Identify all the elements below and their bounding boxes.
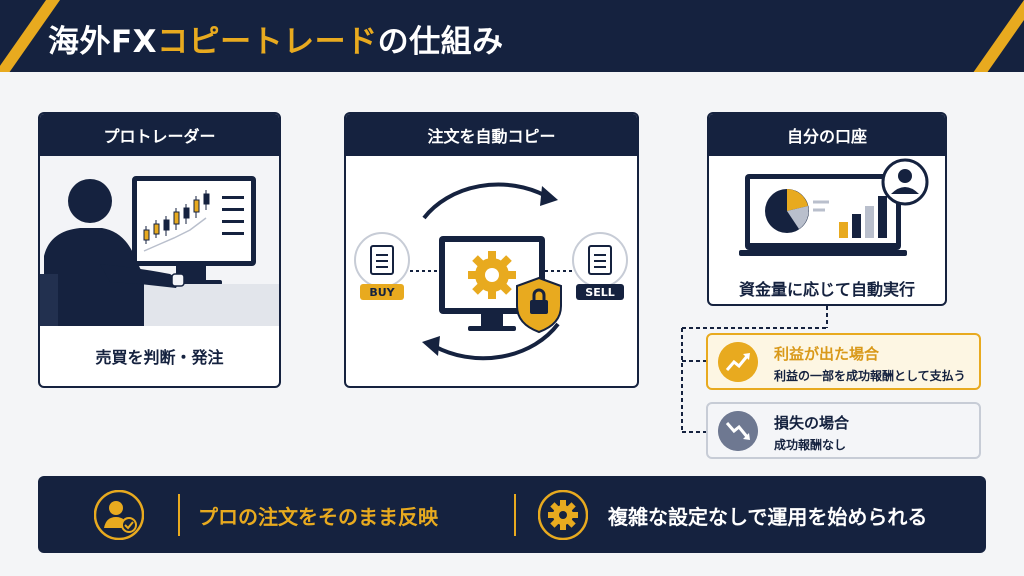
profit-description: 利益の一部を成功報酬として支払う [774,369,966,383]
footer-divider [514,494,516,536]
pro-trader-card: プロトレーダー [38,112,281,388]
result-connector [681,306,828,433]
header-banner: 海外FXコピートレードの仕組み [0,0,1024,72]
auto-copy-heading: 注文を自動コピー [346,114,637,156]
loss-description: 成功報酬なし [774,438,847,452]
profit-result-box: 利益が出た場合 利益の一部を成功報酬として支払う [706,333,981,390]
sell-label: SELL [585,286,615,299]
loss-title: 損失の場合 [774,414,850,432]
title-part1: 海外FX [48,24,158,60]
trend-up-icon [718,342,758,382]
user-icon [881,158,929,206]
gear-icon [468,251,516,299]
monitor-icon [739,158,929,256]
profit-title: 利益が出た場合 [774,345,880,363]
auto-copy-card: 注文を自動コピー [344,112,639,388]
copy-flow-illustration [354,182,628,361]
bar-chart-icon [839,196,887,238]
footer-divider [178,494,180,536]
pie-chart-icon [765,189,829,233]
title-part2: の仕組み [377,24,504,60]
trader-icon [40,156,279,326]
document-icon [572,232,628,300]
trend-down-icon [718,411,758,451]
user-check-icon [94,490,144,540]
pro-trader-heading: プロトレーダー [40,114,279,156]
title-highlight: コピートレード [157,24,378,60]
footer-point-1: プロの注文をそのまま反映 [198,505,438,529]
lock-icon [516,276,562,334]
footer-banner: プロの注文をそのまま反映 複雑な設定なしで運用を始められる [38,476,986,553]
footer-point-2: 複雑な設定なしで運用を始められる [608,505,928,529]
pro-trader-caption: 売買を判断・発注 [95,348,224,367]
buy-label: BUY [369,286,395,299]
header-stripe-right [960,0,1024,72]
own-account-card: 自分の口座 資金量に応じて自動実行 [707,112,947,306]
gear-icon [538,490,588,540]
page-title: 海外FXコピートレードの仕組み [48,16,504,61]
own-account-heading: 自分の口座 [709,114,945,156]
loss-result-box: 損失の場合 成功報酬なし [706,402,981,459]
own-account-caption: 資金量に応じて自動実行 [738,280,915,299]
document-icon [354,232,410,300]
